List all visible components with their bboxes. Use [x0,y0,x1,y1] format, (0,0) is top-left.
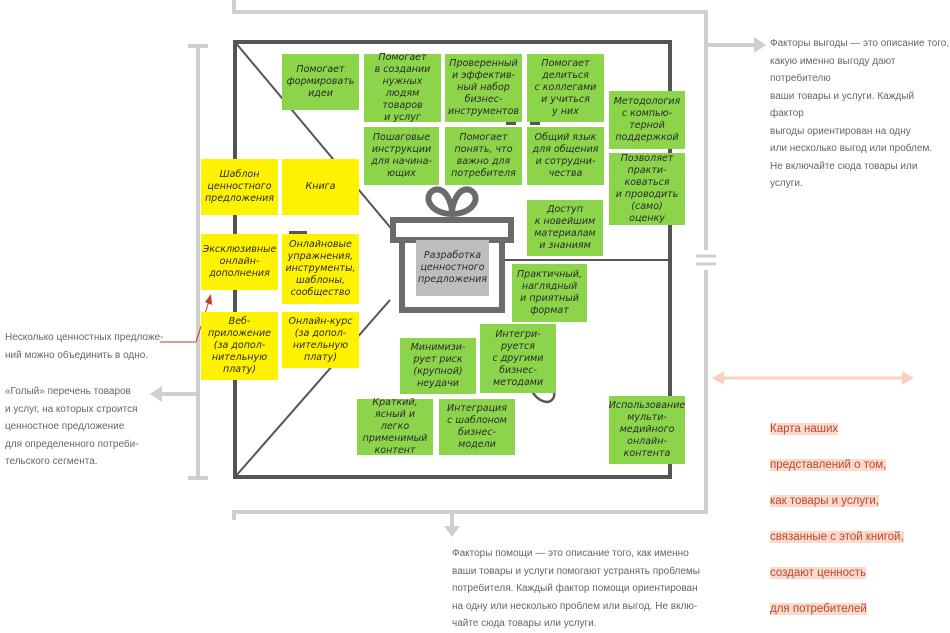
note-generate-ideas: Помогает формировать идеи [282,54,359,110]
note-common-language: Общий язык для общения и сотрудни- честв… [527,127,604,185]
note-vp-template: Шаблон ценностного предложения [201,159,278,215]
note-practice-assess: Позволяет практи- коваться и проводить (… [609,153,685,225]
note-create-products: Помогает в создании нужных людям товаров… [364,52,441,123]
note-clear-content: Краткий, ясный и легко применимый контен… [357,397,433,456]
note-value-proposition-design: Разработка ценностного предложения [416,240,489,296]
double-arrow-icon-left [712,371,724,385]
note-minimize-risk: Минимизи- рует риск (крупной) неудачи [400,338,476,394]
note-online-extras: Эксклюзивные онлайн- дополнения [201,234,278,290]
diagonal-bottom [234,299,391,478]
summary-line-3: как товары и услуги, [770,495,879,507]
dash-mark [289,231,307,234]
top-bracket [232,0,708,250]
dash-mark-3 [530,122,540,125]
summary-line-6: для потребителей [770,603,867,615]
summary-line-2: представлений о том, [770,459,887,471]
note-step-instructions: Пошаговые инструкции для начина- ющих [364,127,439,185]
double-arrow-icon-right [902,371,914,385]
caption-map-summary: Карта наших представлений о том, как тов… [770,402,930,618]
note-latest-materials: Доступ к новейшим материалам и знаниям [527,200,603,256]
note-multimedia: Использование мульти- медийного онлайн- … [609,396,685,464]
summary-line-1: Карта наших [770,423,839,435]
dash-mark-2 [506,122,516,125]
gain-arrow-icon [754,37,766,53]
note-business-model: Интеграция с шаблоном бизнес- модели [439,399,515,455]
combine-arrow-icon [205,294,212,305]
note-book: Книга [282,159,359,215]
note-computer-method: Методология с компью- терной поддержкой [609,91,685,149]
note-understand-customer: Помогает понять, что важно для потребите… [445,127,522,185]
caption-pain-relievers: Факторы помощи — это описание того, как … [452,548,700,629]
note-web-app: Веб- приложение (за допол- нительную пла… [201,312,278,380]
products-arrow-icon [150,386,162,402]
note-share-learn: Помогает делиться с коллегами и учиться … [527,54,604,122]
caption-gain-creators: Факторы выгоды — это описание того, каку… [770,38,950,189]
caption-products-list: «Голый» перечень товаров и услуг, на кот… [5,386,139,467]
note-online-course: Онлайн-курс (за допол- нительную плату) [282,312,359,368]
note-integrates-methods: Интегри- руется с другими бизнес- метода… [480,324,556,393]
diagonal-top [234,41,406,246]
summary-line-5: создают ценность [770,567,867,579]
bottom-bracket [232,270,708,520]
pain-arrow-icon [444,526,460,537]
summary-line-4: связанные с этой книгой, [770,531,904,543]
note-proven-tools: Проверенный и эффектив- ный набор бизнес… [445,54,522,122]
caption-combine: Несколько ценностных предложе- ний можно… [5,332,164,361]
note-online-exercises: Онлайновые упражнения, инструменты, шабл… [282,234,359,304]
note-practical-format: Практичный, наглядный и приятный формат [512,264,587,322]
